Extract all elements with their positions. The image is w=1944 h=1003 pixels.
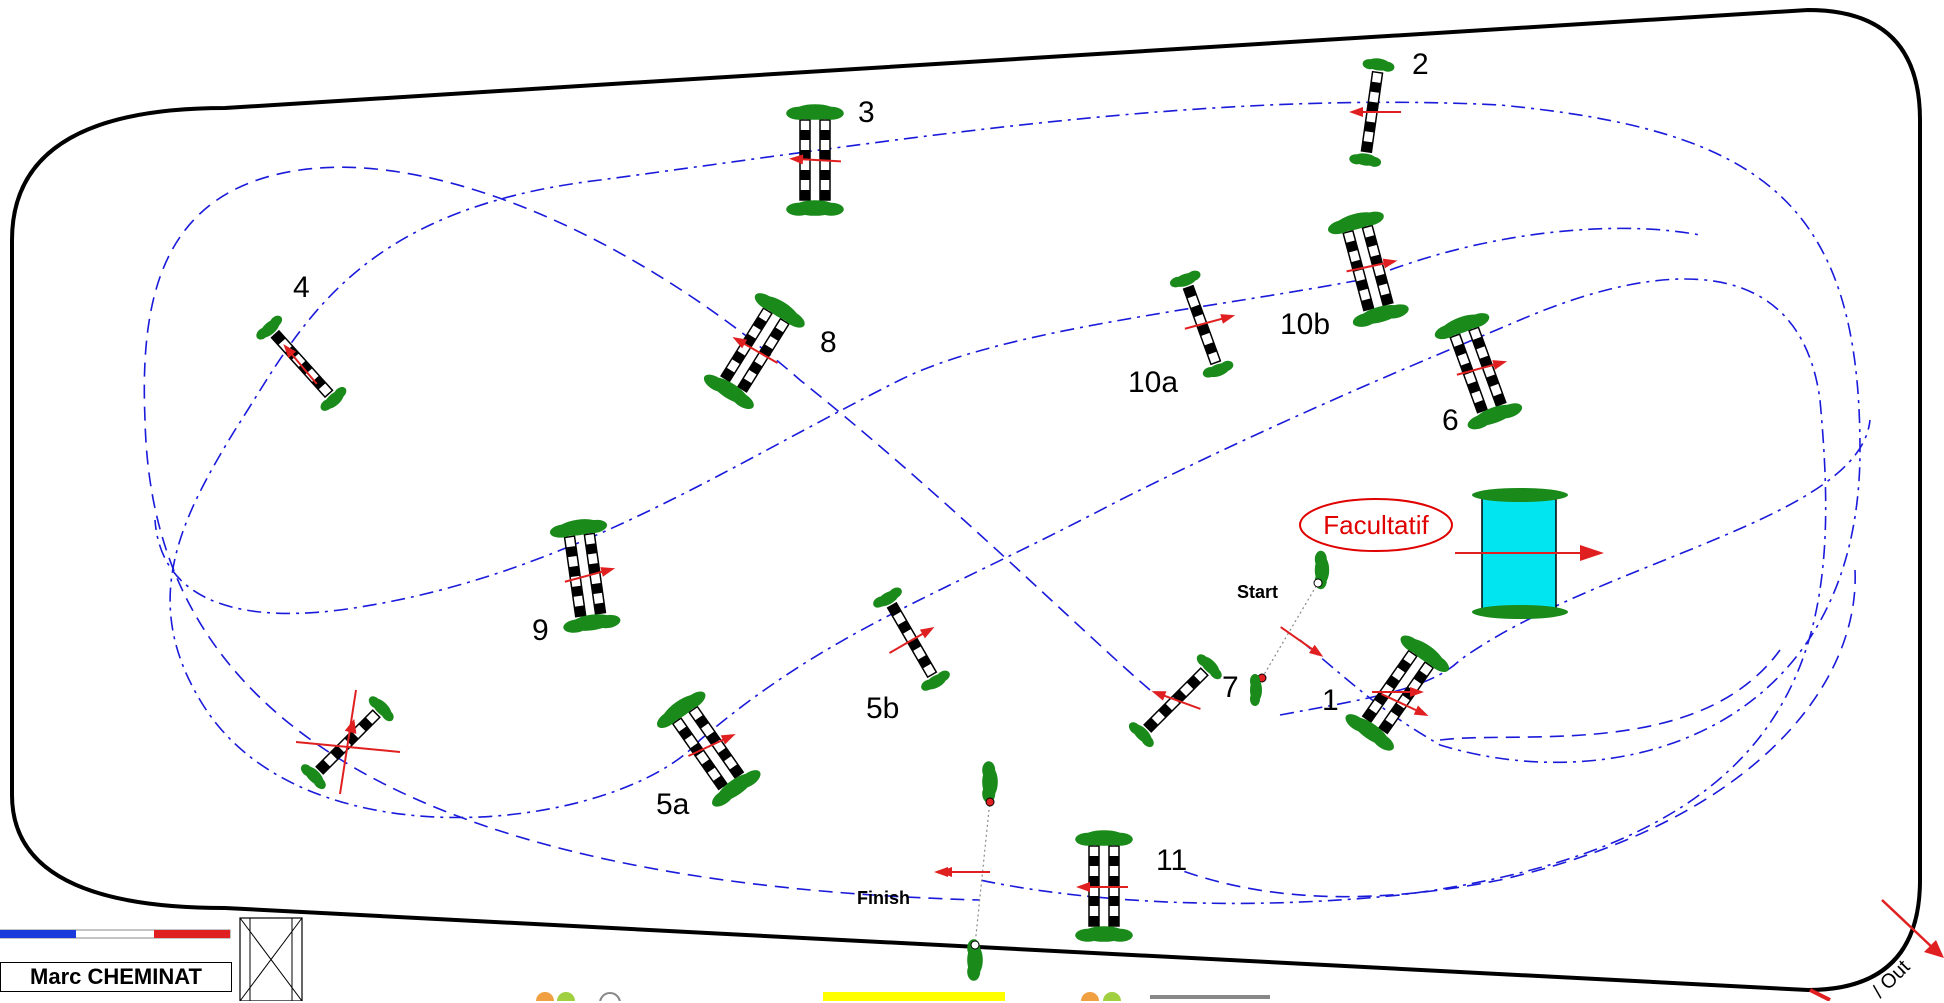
- legend-strip: [0, 917, 303, 1001]
- partial-logo-right: [1081, 992, 1270, 1001]
- highlight-box: [823, 992, 1005, 1001]
- optional-oval: [1299, 498, 1453, 552]
- jump-label-2: 2: [1412, 48, 1429, 81]
- partial-logo-left: [536, 992, 621, 1001]
- jump-label-8: 8: [820, 326, 837, 359]
- finish-label: Finish: [857, 888, 910, 908]
- jump-label-1: 1: [1322, 684, 1339, 717]
- jump-label-7: 7: [1222, 671, 1239, 704]
- jump-label-9: 9: [532, 614, 549, 647]
- route-lines: [143, 101, 1871, 905]
- finish-marker-bottom: [970, 940, 980, 950]
- finish-marker-top: [985, 797, 995, 807]
- jump-label-11: 11: [1156, 844, 1187, 877]
- jump-label-6: 6: [1442, 404, 1459, 437]
- jump-label-4: 4: [293, 271, 310, 304]
- timing-lines: [974, 582, 1319, 946]
- optional-label: Facultatif: [1323, 510, 1429, 540]
- start-label: Start: [1237, 582, 1278, 602]
- water-jump: [1455, 488, 1604, 619]
- arena-outline: [10, 7, 1922, 993]
- finish-marker-tree-top: [982, 761, 998, 803]
- jump-label-5b: 5b: [866, 692, 899, 725]
- jump-label-5a: 5a: [656, 788, 690, 821]
- unused-jump: [295, 689, 401, 795]
- jump-1: [1342, 630, 1453, 754]
- direction-arrows: [278, 106, 1510, 893]
- designer-name: Marc CHEMINAT: [0, 962, 232, 992]
- jump-4: [254, 313, 350, 415]
- jump-9: [549, 516, 622, 635]
- jump-label-10b: 10b: [1280, 308, 1330, 341]
- exit-arrow: [1809, 899, 1944, 1001]
- jump-label-3: 3: [858, 96, 875, 129]
- start-marker-right: [1313, 578, 1323, 588]
- jump-label-10a: 10a: [1128, 366, 1178, 399]
